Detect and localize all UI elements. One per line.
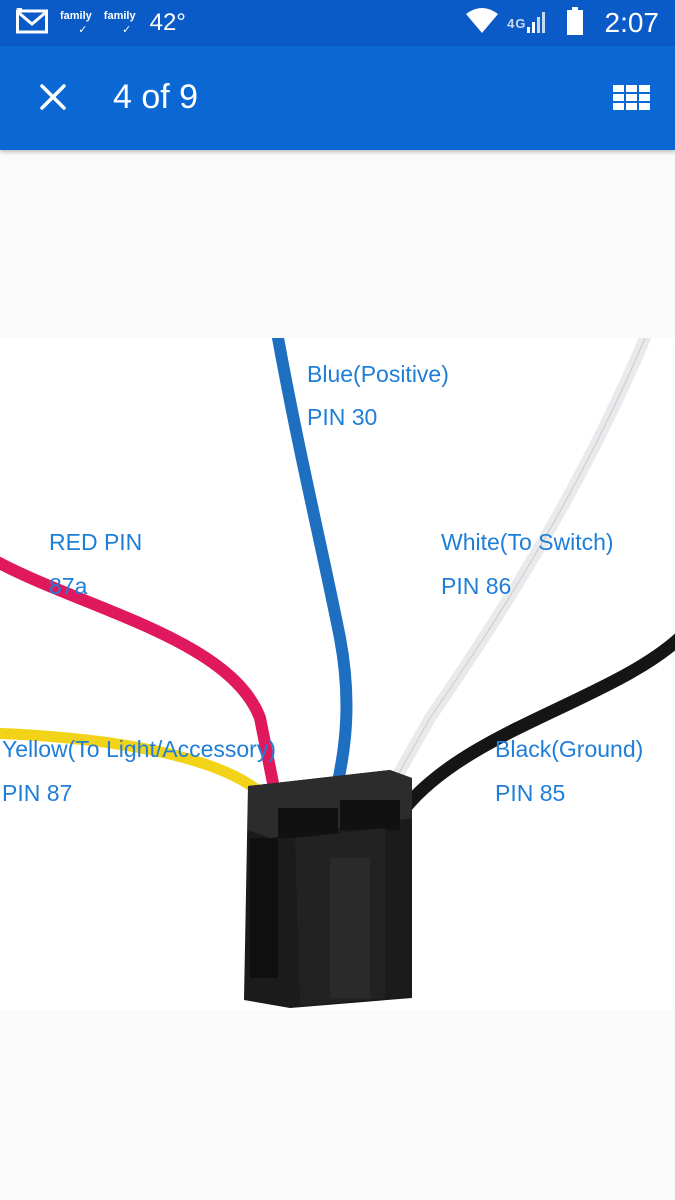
check-icon: ✓ [78, 24, 88, 36]
notification-label: family [103, 10, 136, 22]
battery-icon [566, 6, 583, 40]
close-button[interactable] [30, 74, 76, 120]
image-counter: 4 of 9 [113, 78, 199, 116]
network-type: 4G [507, 15, 527, 31]
status-bar-left: family ✓ family ✓ 42° [16, 0, 186, 46]
close-icon [40, 84, 66, 110]
blue-pin-label: PIN 30 [307, 404, 378, 430]
product-image[interactable]: Blue(Positive) PIN 30 RED PIN 87a White(… [0, 338, 675, 1010]
relay-socket [244, 770, 412, 1008]
signal-icon [526, 9, 549, 38]
white-pin-label: PIN 86 [441, 573, 512, 599]
temperature: 42° [149, 9, 186, 36]
grid-icon [613, 85, 650, 110]
notification-family-1: family ✓ [60, 10, 92, 36]
blue-label: Blue(Positive) [307, 361, 449, 387]
wifi-icon [465, 7, 499, 39]
white-label: White(To Switch) [441, 529, 614, 555]
app-bar: 4 of 9 [0, 46, 675, 150]
clock: 2:07 [604, 7, 660, 38]
notification-family-2: family ✓ [104, 10, 136, 36]
relay-socket-illustration [0, 338, 675, 1008]
red-pin-label: 87a [49, 573, 88, 599]
black-wire [398, 633, 675, 815]
gmail-icon [16, 7, 48, 39]
red-label: RED PIN [49, 529, 143, 555]
grid-view-button[interactable] [609, 74, 655, 120]
yellow-label: Yellow(To Light/Accessory) [2, 736, 276, 762]
notification-label: family [60, 10, 92, 22]
blue-wire [272, 338, 353, 804]
black-pin-label: PIN 85 [495, 780, 566, 806]
black-label: Black(Ground) [495, 736, 644, 762]
check-icon: ✓ [122, 24, 132, 36]
yellow-pin-label: PIN 87 [2, 780, 73, 806]
white-wire-edge [384, 338, 646, 799]
status-bar-right: 4G 2:07 [465, 0, 659, 46]
red-wire [0, 556, 284, 814]
status-bar: family ✓ family ✓ 42° 4G [0, 0, 675, 46]
